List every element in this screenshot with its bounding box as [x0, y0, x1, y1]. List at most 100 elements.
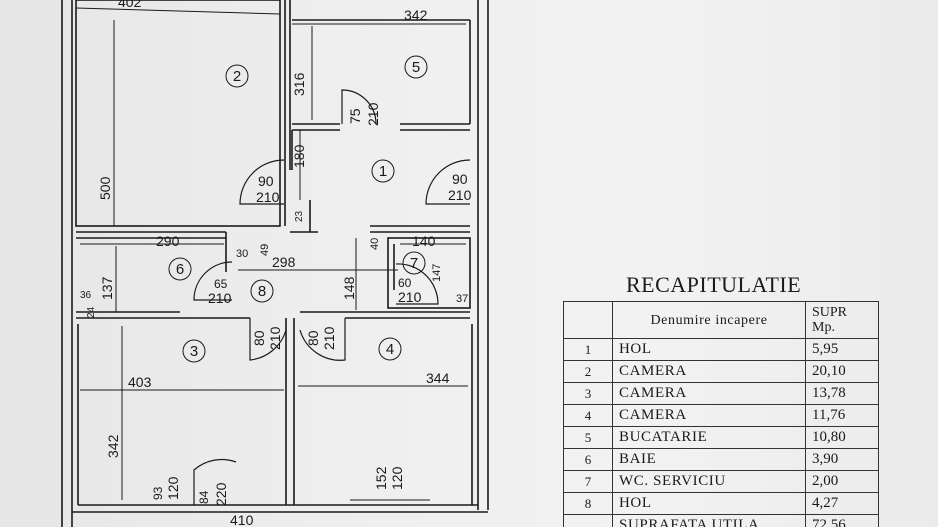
dim-door7-width: 60 [398, 276, 412, 290]
room-8-number: 8 [258, 283, 266, 300]
dim-bottom-410: 410 [230, 512, 254, 527]
dim-door5-height: 210 [448, 187, 472, 203]
room-3-number: 3 [190, 343, 198, 360]
dim-room4-width: 344 [426, 370, 450, 386]
row-number: 8 [563, 492, 613, 515]
dim-window3-93: 93 [151, 486, 165, 500]
dim-door4-height: 210 [321, 326, 337, 350]
row-room-name: HOL [612, 338, 806, 361]
dim-small-37: 37 [456, 293, 468, 305]
row-number: 5 [563, 426, 613, 449]
row-room-name: WC. SERVICIU [612, 470, 806, 493]
row-number: 1 [563, 338, 613, 361]
room-8-marker [250, 279, 274, 303]
dim-top-left-width: 402 [118, 0, 142, 10]
dim-small-36: 36 [80, 290, 92, 301]
dim-small-49: 49 [259, 244, 271, 256]
row-room-name: BUCATARIE [612, 426, 806, 449]
room-2-marker [225, 64, 249, 88]
row-number: 2 [563, 360, 613, 383]
row-area: 13,78 [805, 382, 879, 405]
door-swings [193, 89, 471, 505]
dim-hall-width: 298 [272, 254, 296, 270]
row-room-name: CAMERA [612, 382, 806, 405]
dim-baie-width: 290 [156, 233, 180, 249]
dim-small-40: 40 [369, 238, 381, 250]
dim-wc-width: 140 [412, 233, 436, 249]
dim-room2-height: 500 [97, 176, 113, 200]
dim-door6-width: 65 [214, 277, 228, 291]
room-7-marker [402, 251, 426, 275]
room-5-number: 5 [412, 59, 420, 76]
room-2-number: 2 [233, 68, 241, 85]
dim-door1-width: 75 [347, 108, 363, 124]
row-area: 20,10 [805, 360, 879, 383]
row-area: 10,80 [805, 426, 879, 449]
dim-window3-120: 120 [165, 476, 181, 500]
dim-entry-84: 84 [197, 490, 211, 504]
row-room-name: CAMERA [612, 404, 806, 427]
row-room-name: BAIE [612, 448, 806, 471]
dim-small-30: 30 [236, 248, 248, 260]
dim-door3-height: 210 [267, 326, 283, 350]
dim-entry-220: 220 [213, 482, 229, 506]
dim-door4-width: 80 [305, 330, 321, 346]
row-number: 3 [563, 382, 613, 405]
dim-wc-147: 147 [431, 264, 443, 282]
row-room-name: CAMERA [612, 360, 806, 383]
dim-room3-width: 403 [128, 374, 152, 390]
room-6-marker [168, 257, 192, 281]
room-6-number: 6 [176, 261, 184, 278]
walls [61, 0, 489, 527]
row-number: 7 [563, 470, 613, 493]
dim-door7-height: 210 [398, 289, 422, 305]
row-number: 4 [563, 404, 613, 427]
row-room-name: HOL [612, 492, 806, 515]
dim-room5-height: 316 [291, 72, 307, 96]
dim-small-24: 24 [86, 306, 97, 318]
header-nr [563, 301, 613, 339]
header-name: Denumire incapere [612, 301, 806, 339]
row-area: 5,95 [805, 338, 879, 361]
dim-small-23: 23 [294, 210, 305, 222]
row-area: 11,76 [805, 404, 879, 427]
row-area: 4,27 [805, 492, 879, 515]
room-1-marker [371, 159, 395, 183]
dim-room3-height: 342 [105, 434, 121, 458]
dim-door3-width: 80 [251, 330, 267, 346]
room-4-marker [378, 337, 402, 361]
recap-title: RECAPITULATIE [626, 272, 802, 297]
dim-door2-height: 210 [256, 189, 280, 205]
dim-hall-148: 148 [341, 276, 357, 300]
room-4-number: 4 [386, 341, 394, 358]
dim-top-right-width: 342 [404, 7, 428, 23]
dim-window4-120: 120 [389, 466, 405, 490]
dim-door6-height: 210 [208, 290, 232, 306]
room-3-marker [182, 339, 206, 363]
dim-door2-width: 90 [258, 173, 274, 189]
row-number: 6 [563, 448, 613, 471]
header-supr: SUPR Mp. [805, 301, 879, 339]
row-room-name: SUPRAFATA UTILA [612, 514, 806, 527]
row-area: 72,56 [805, 514, 879, 527]
row-number [563, 514, 613, 527]
dim-hall-wall: 180 [291, 144, 307, 168]
room-7-number: 7 [410, 255, 418, 272]
row-area: 3,90 [805, 448, 879, 471]
dim-baie-height: 137 [99, 276, 115, 300]
room-number-markers: 2 5 1 6 7 8 3 4 [168, 55, 428, 363]
recap-header-row: Denumire incapere SUPR Mp. [563, 301, 879, 339]
